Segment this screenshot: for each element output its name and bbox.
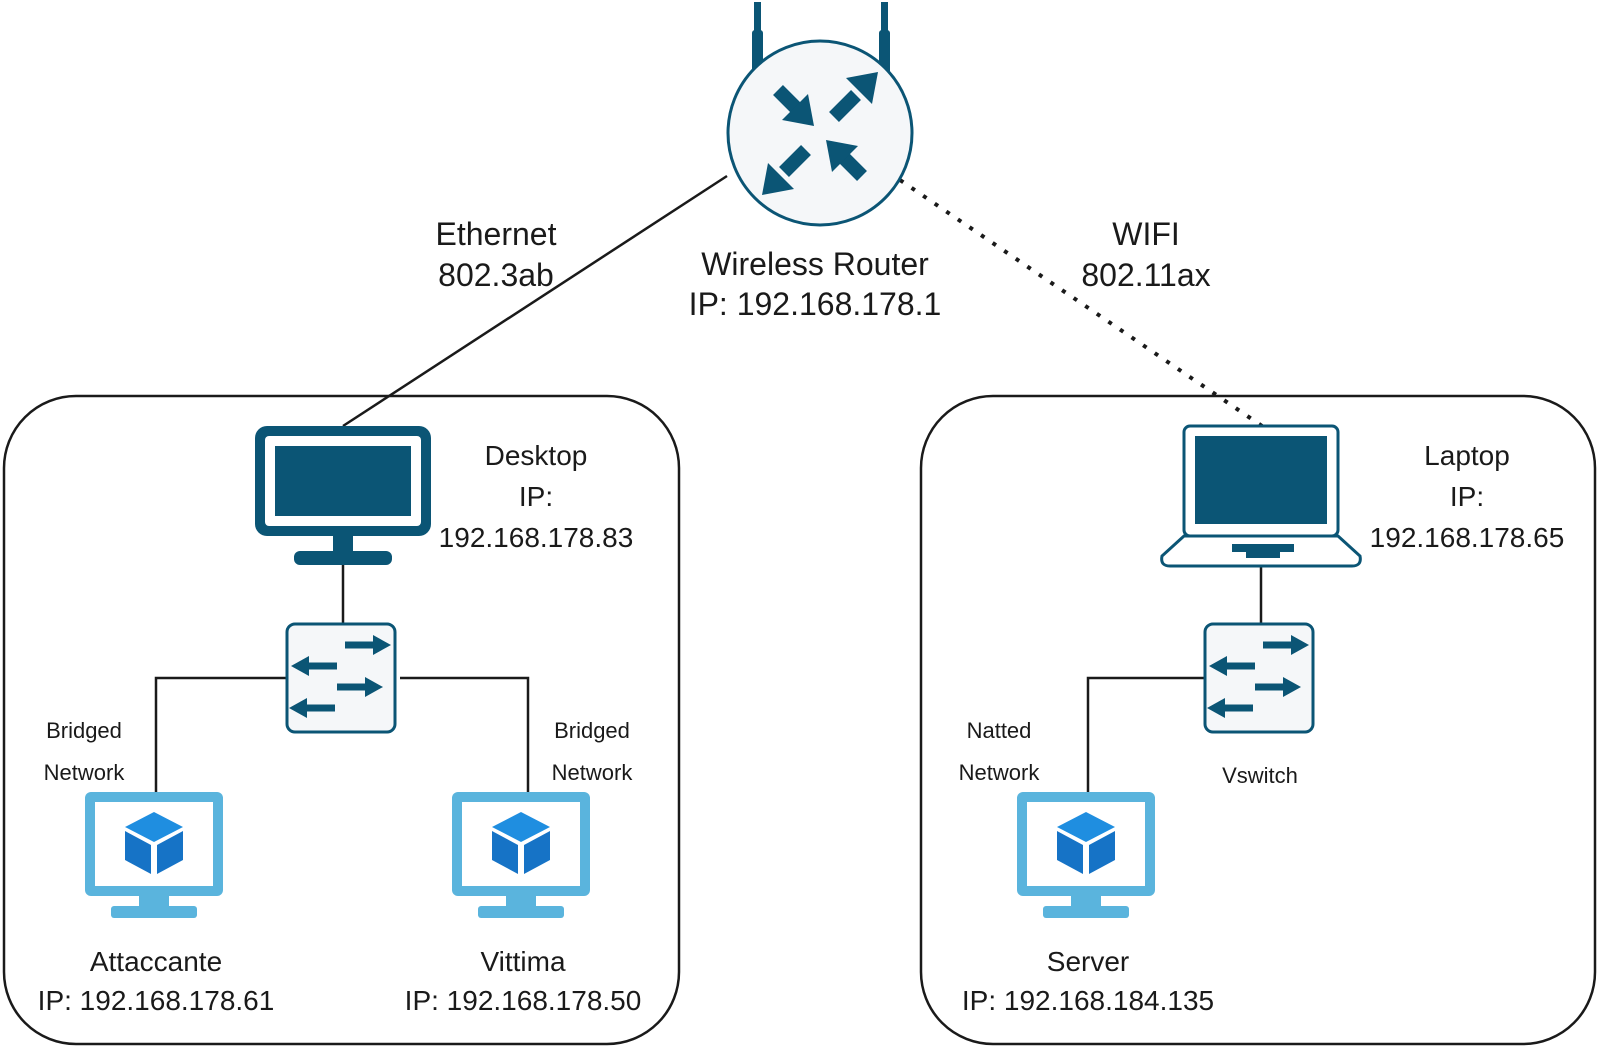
laptop-group-box xyxy=(919,394,1597,1046)
natted-network-line1: Natted xyxy=(966,718,1032,743)
network-left-line2: Network xyxy=(43,760,125,785)
laptop-icon xyxy=(1160,424,1362,568)
network-right-line2: Network xyxy=(551,760,633,785)
vm-vittima-icon xyxy=(452,792,590,918)
desktop-ip: 192.168.178.83 xyxy=(438,522,634,553)
vm-vittima-name: Vittima xyxy=(480,946,566,977)
laptop-ip-label: IP: xyxy=(1449,481,1485,512)
vswitch-label: Vswitch xyxy=(1222,763,1298,788)
vm-attaccante-name: Attaccante xyxy=(89,946,223,977)
natted-network-line2: Network xyxy=(958,760,1040,785)
wifi-link xyxy=(898,178,1264,428)
desktop-wiring xyxy=(154,564,530,792)
laptop-ip: 192.168.178.65 xyxy=(1369,522,1565,553)
router-name: Wireless Router xyxy=(701,246,929,282)
ethernet-label: Ethernet xyxy=(435,216,557,252)
laptop-wiring xyxy=(1086,564,1263,792)
laptop-switch-icon xyxy=(1205,624,1313,732)
ethernet-standard-label: 802.3ab xyxy=(438,257,554,293)
network-left-line1: Bridged xyxy=(46,718,122,743)
vm-server-name: Server xyxy=(1046,946,1130,977)
vm-attaccante-ip: IP: 192.168.178.61 xyxy=(37,985,275,1016)
laptop-name: Laptop xyxy=(1424,440,1510,471)
wifi-standard-label: 802.11ax xyxy=(1081,257,1211,293)
wifi-label: WIFI xyxy=(1112,216,1180,252)
desktop-group-box xyxy=(2,394,681,1046)
network-right-line1: Bridged xyxy=(554,718,630,743)
desktop-name: Desktop xyxy=(484,440,588,471)
desktop-monitor-icon xyxy=(255,426,431,565)
vm-attaccante-icon xyxy=(85,792,223,918)
vm-server-ip: IP: 192.168.184.135 xyxy=(961,985,1215,1016)
desktop-ip-label: IP: xyxy=(518,481,554,512)
vm-vittima-ip: IP: 192.168.178.50 xyxy=(404,985,642,1016)
router-icon xyxy=(726,2,914,227)
vm-server-icon xyxy=(1017,792,1155,918)
router-ip: IP: 192.168.178.1 xyxy=(688,286,942,322)
desktop-switch-icon xyxy=(287,624,395,732)
ethernet-link xyxy=(342,174,728,428)
